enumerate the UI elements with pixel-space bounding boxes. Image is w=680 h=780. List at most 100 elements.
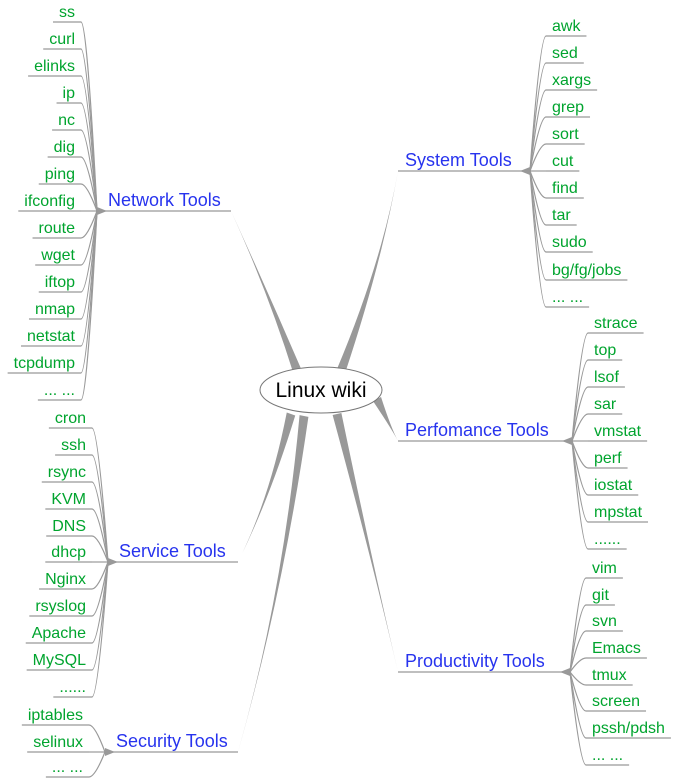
leaf-label-productivity-tools-tmux[interactable]: tmux <box>592 667 627 684</box>
leaf-label-productivity-tools-vim[interactable]: vim <box>592 560 617 577</box>
branch-junction-knot-network-tools <box>97 207 107 215</box>
branch-label-system-tools[interactable]: System Tools <box>405 150 512 170</box>
leaf-connector-system-tools-sort <box>529 143 547 172</box>
center-node-label[interactable]: Linux wiki <box>275 379 366 402</box>
leaf-connector-service-tools-ssh <box>91 454 109 563</box>
branch-trunk-system-tools <box>336 171 398 373</box>
leaf-label-network-tools-ifconfig[interactable]: ifconfig <box>24 193 75 210</box>
branch-label-perfomance-tools[interactable]: Perfomance Tools <box>405 420 549 440</box>
leaf-label-network-tools-etc[interactable]: ... ... <box>44 382 75 399</box>
leaf-connector-system-tools-etc <box>529 170 547 308</box>
leaf-label-perfomance-tools-strace[interactable]: strace <box>594 315 638 332</box>
leaf-label-network-tools-wget[interactable]: wget <box>40 247 75 264</box>
leaf-label-service-tools-nginx[interactable]: Nginx <box>45 571 86 588</box>
branch-trunk-service-tools <box>238 412 296 562</box>
leaf-label-service-tools-mysql[interactable]: MySQL <box>33 652 86 669</box>
leaf-label-system-tools-sort[interactable]: sort <box>552 126 579 143</box>
leaf-label-security-tools-selinux[interactable]: selinux <box>33 734 83 751</box>
leaf-label-service-tools-apache[interactable]: Apache <box>32 625 86 642</box>
leaf-label-productivity-tools-etc[interactable]: ... ... <box>592 747 623 764</box>
leaf-label-network-tools-tcpdump[interactable]: tcpdump <box>14 355 75 372</box>
leaf-label-system-tools-bg-fg-jobs[interactable]: bg/fg/jobs <box>552 262 621 279</box>
leaf-connector-network-tools-ping <box>80 183 98 212</box>
leaf-connector-system-tools-xargs <box>529 89 547 172</box>
center-node-ellipse[interactable] <box>259 366 383 414</box>
branch-junction-knot-productivity-tools <box>560 668 570 676</box>
leaf-label-productivity-tools-svn[interactable]: svn <box>592 613 617 630</box>
leaf-label-service-tools-dhcp[interactable]: dhcp <box>51 544 86 561</box>
branch-nodes-layer: Network Tools ss curl elinks ip nc dig ping ifco… <box>7 4 671 778</box>
leaf-connector-perfomance-tools-strace <box>571 332 589 442</box>
leaf-connector-perfomance-tools-sar <box>571 413 589 442</box>
leaf-label-service-tools-ssh[interactable]: ssh <box>61 437 86 454</box>
trunk-connectors-layer <box>231 171 398 752</box>
leaf-label-service-tools-rsyslog[interactable]: rsyslog <box>35 598 86 615</box>
branch-junction-knot-system-tools <box>520 167 530 175</box>
branch-junction-knot-perfomance-tools <box>562 437 572 445</box>
leaf-label-system-tools-find[interactable]: find <box>552 180 578 197</box>
leaf-label-network-tools-elinks[interactable]: elinks <box>34 58 75 75</box>
branch-trunk-productivity-tools <box>332 412 398 672</box>
leaf-label-productivity-tools-emacs[interactable]: Emacs <box>592 640 641 657</box>
leaf-connector-security-tools-iptables <box>88 724 106 753</box>
leaf-connector-productivity-tools-etc <box>569 671 587 766</box>
leaf-label-network-tools-curl[interactable]: curl <box>49 31 75 48</box>
leaf-connector-security-tools-etc <box>88 751 106 778</box>
leaf-label-productivity-tools-screen[interactable]: screen <box>592 693 640 710</box>
leaf-label-system-tools-xargs[interactable]: xargs <box>552 72 591 89</box>
leaf-connector-productivity-tools-svn <box>569 630 587 673</box>
leaf-label-system-tools-etc[interactable]: ... ... <box>552 289 583 306</box>
leaf-label-security-tools-iptables[interactable]: iptables <box>28 707 83 724</box>
leaf-label-security-tools-etc[interactable]: ... ... <box>52 759 83 776</box>
leaf-label-system-tools-cut[interactable]: cut <box>552 153 574 170</box>
leaf-connector-productivity-tools-git <box>569 604 587 673</box>
leaf-label-network-tools-ping[interactable]: ping <box>45 166 75 183</box>
leaf-label-perfomance-tools-sar[interactable]: sar <box>594 396 617 413</box>
leaf-label-service-tools-etc[interactable]: ...... <box>59 679 86 696</box>
leaf-label-network-tools-dig[interactable]: dig <box>54 139 75 156</box>
leaf-label-system-tools-grep[interactable]: grep <box>552 99 584 116</box>
leaf-label-network-tools-nmap[interactable]: nmap <box>35 301 75 318</box>
leaf-label-network-tools-nc[interactable]: nc <box>58 112 75 129</box>
leaf-connector-system-tools-grep <box>529 116 547 172</box>
leaf-label-perfomance-tools-top[interactable]: top <box>594 342 616 359</box>
leaf-label-perfomance-tools-mpstat[interactable]: mpstat <box>594 504 643 521</box>
leaf-connector-service-tools-kvm <box>91 508 109 563</box>
branch-junction-knot-security-tools <box>105 748 115 756</box>
branch-label-productivity-tools[interactable]: Productivity Tools <box>405 651 545 671</box>
leaf-connector-productivity-tools-emacs <box>569 657 587 673</box>
branch-label-security-tools[interactable]: Security Tools <box>116 731 228 751</box>
leaf-label-system-tools-sudo[interactable]: sudo <box>552 234 587 251</box>
leaf-label-perfomance-tools-perf[interactable]: perf <box>594 450 622 467</box>
leaf-label-perfomance-tools-etc[interactable]: ...... <box>594 531 621 548</box>
branch-label-network-tools[interactable]: Network Tools <box>108 190 221 210</box>
leaf-connector-perfomance-tools-perf <box>571 440 589 469</box>
leaf-connector-perfomance-tools-top <box>571 359 589 442</box>
leaf-label-system-tools-awk[interactable]: awk <box>552 18 581 35</box>
leaf-label-system-tools-sed[interactable]: sed <box>552 45 578 62</box>
leaf-label-system-tools-tar[interactable]: tar <box>552 207 571 224</box>
leaf-label-perfomance-tools-lsof[interactable]: lsof <box>594 369 619 386</box>
leaf-connector-system-tools-find <box>529 170 547 199</box>
leaf-label-network-tools-route[interactable]: route <box>39 220 76 237</box>
leaf-connector-network-tools-ip <box>80 102 98 212</box>
leaf-connector-network-tools-nc <box>80 129 98 212</box>
leaf-label-service-tools-dns[interactable]: DNS <box>52 518 86 535</box>
leaf-label-productivity-tools-git[interactable]: git <box>592 587 609 604</box>
leaf-label-productivity-tools-pssh-pdsh[interactable]: pssh/pdsh <box>592 720 665 737</box>
leaf-label-service-tools-rsync[interactable]: rsync <box>48 464 86 481</box>
leaf-label-service-tools-kvm[interactable]: KVM <box>51 491 86 508</box>
leaf-connector-network-tools-route <box>80 210 98 239</box>
leaf-label-service-tools-cron[interactable]: cron <box>55 410 86 427</box>
branch-trunk-network-tools <box>231 211 303 375</box>
leaf-label-network-tools-netstat[interactable]: netstat <box>27 328 76 345</box>
branch-label-service-tools[interactable]: Service Tools <box>119 541 226 561</box>
leaf-connector-service-tools-nginx <box>91 561 109 590</box>
leaf-label-network-tools-ss[interactable]: ss <box>59 4 75 21</box>
leaf-label-perfomance-tools-iostat[interactable]: iostat <box>594 477 633 494</box>
leaf-label-network-tools-ip[interactable]: ip <box>63 85 76 102</box>
leaf-label-network-tools-iftop[interactable]: iftop <box>45 274 75 291</box>
leaf-label-perfomance-tools-vmstat[interactable]: vmstat <box>594 423 642 440</box>
